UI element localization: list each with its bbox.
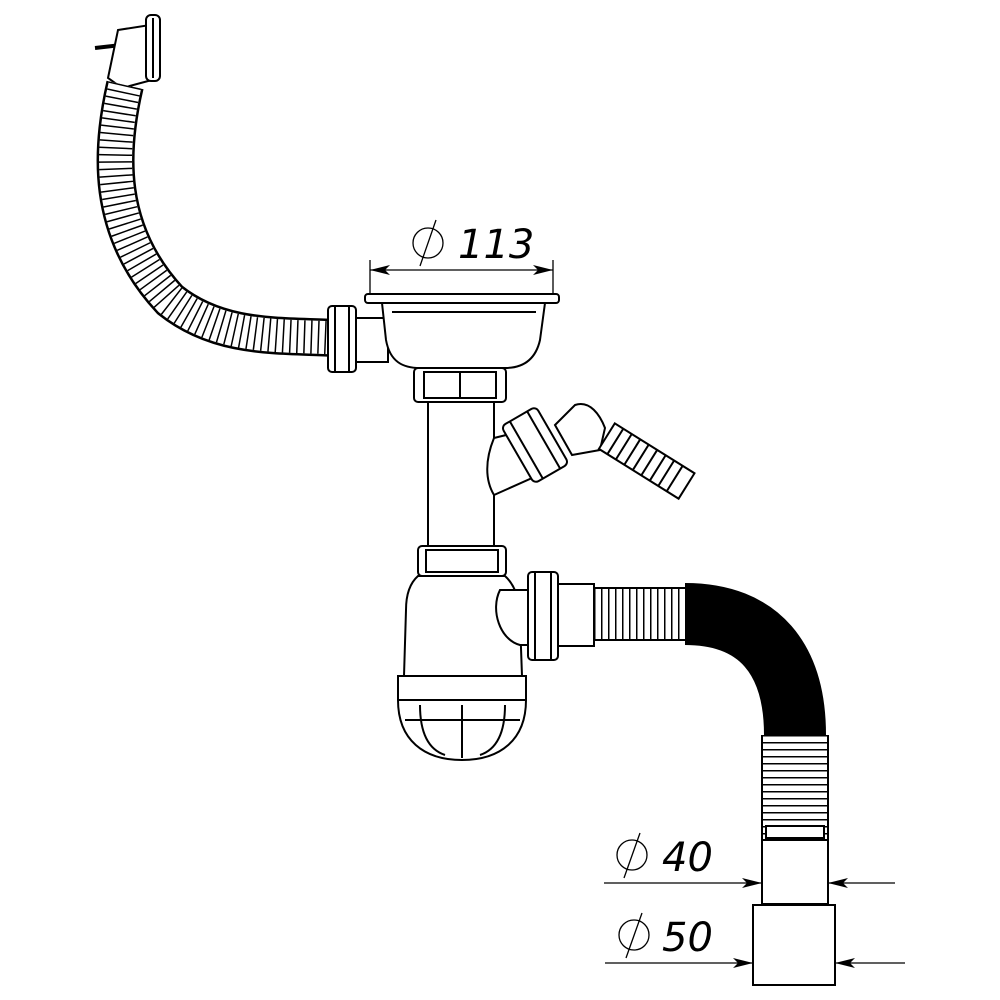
dimension-113 xyxy=(369,219,554,294)
overflow-nut xyxy=(327,305,389,373)
bottle-trap xyxy=(397,575,531,762)
dimension-50-label: 50 xyxy=(662,915,713,961)
diameter-symbol-icon xyxy=(412,219,444,267)
diameter-symbol-icon xyxy=(618,912,650,959)
outlet-corrugated-hose xyxy=(594,583,829,840)
outlet-nut xyxy=(527,571,595,661)
dimension-40-label: 40 xyxy=(662,835,713,881)
sink-strainer-bowl xyxy=(364,293,560,369)
dimension-113-label: 113 xyxy=(458,222,534,268)
overflow-corrugated-hose xyxy=(96,80,337,357)
outlet-pipes xyxy=(752,825,836,986)
diameter-symbol-icon xyxy=(616,832,648,879)
appliance-branch xyxy=(502,403,696,501)
dimension-50 xyxy=(605,912,905,968)
overflow-strainer xyxy=(94,14,161,90)
upper-nut xyxy=(413,367,507,403)
dimension-40 xyxy=(604,832,895,888)
lower-nut xyxy=(417,545,507,577)
